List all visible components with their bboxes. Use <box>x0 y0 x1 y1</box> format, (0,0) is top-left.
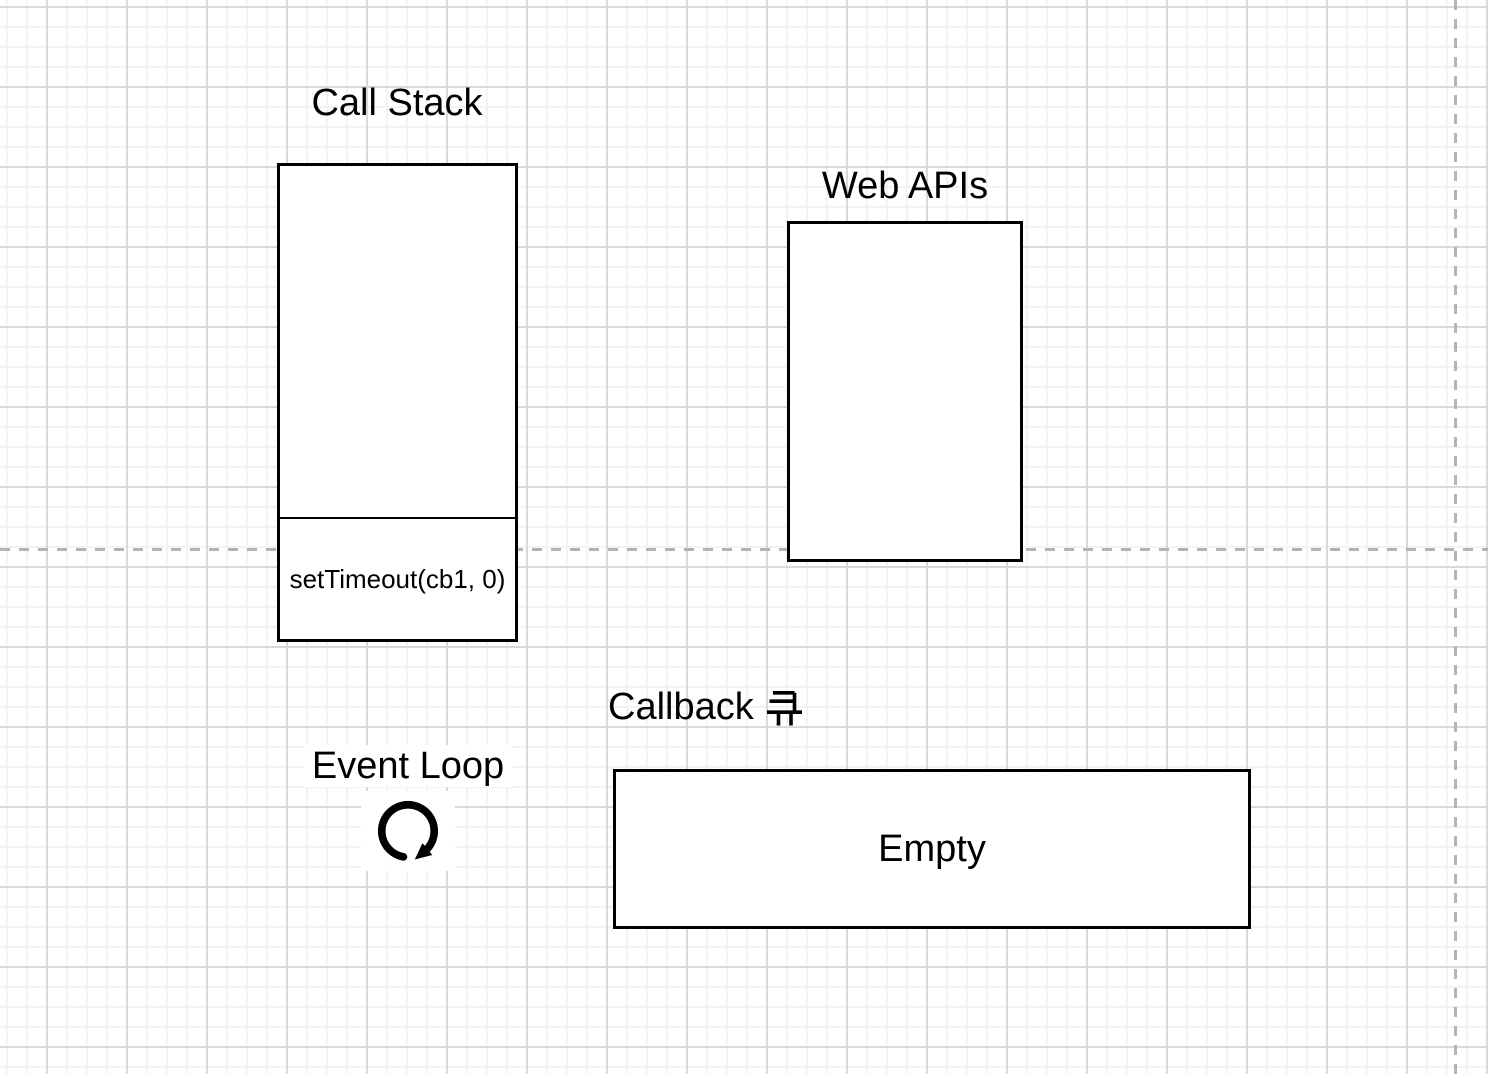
callback-queue-title: Callback <box>608 688 803 726</box>
call-stack-frame: setTimeout(cb1, 0) <box>280 517 515 639</box>
callback-queue-box: Empty <box>613 769 1251 929</box>
web-apis-box <box>787 221 1023 562</box>
call-stack-frame-label: setTimeout(cb1, 0) <box>289 563 506 594</box>
horizontal-dashed-guide-line <box>0 548 1488 551</box>
hangul-kyu-glyph <box>766 691 802 726</box>
web-apis-title: Web APIs <box>821 165 989 207</box>
vertical-dashed-guide-line <box>1454 0 1457 1074</box>
event-loop-title: Event Loop <box>303 745 513 787</box>
clockwise-loop-arrow-icon <box>377 800 438 861</box>
call-stack-title: Call Stack <box>311 82 483 124</box>
call-stack-box: setTimeout(cb1, 0) <box>277 163 518 642</box>
callback-queue-content-label: Empty <box>878 827 986 870</box>
callback-queue-title-latin: Callback <box>608 686 754 728</box>
event-loop-icon-container <box>361 791 455 871</box>
